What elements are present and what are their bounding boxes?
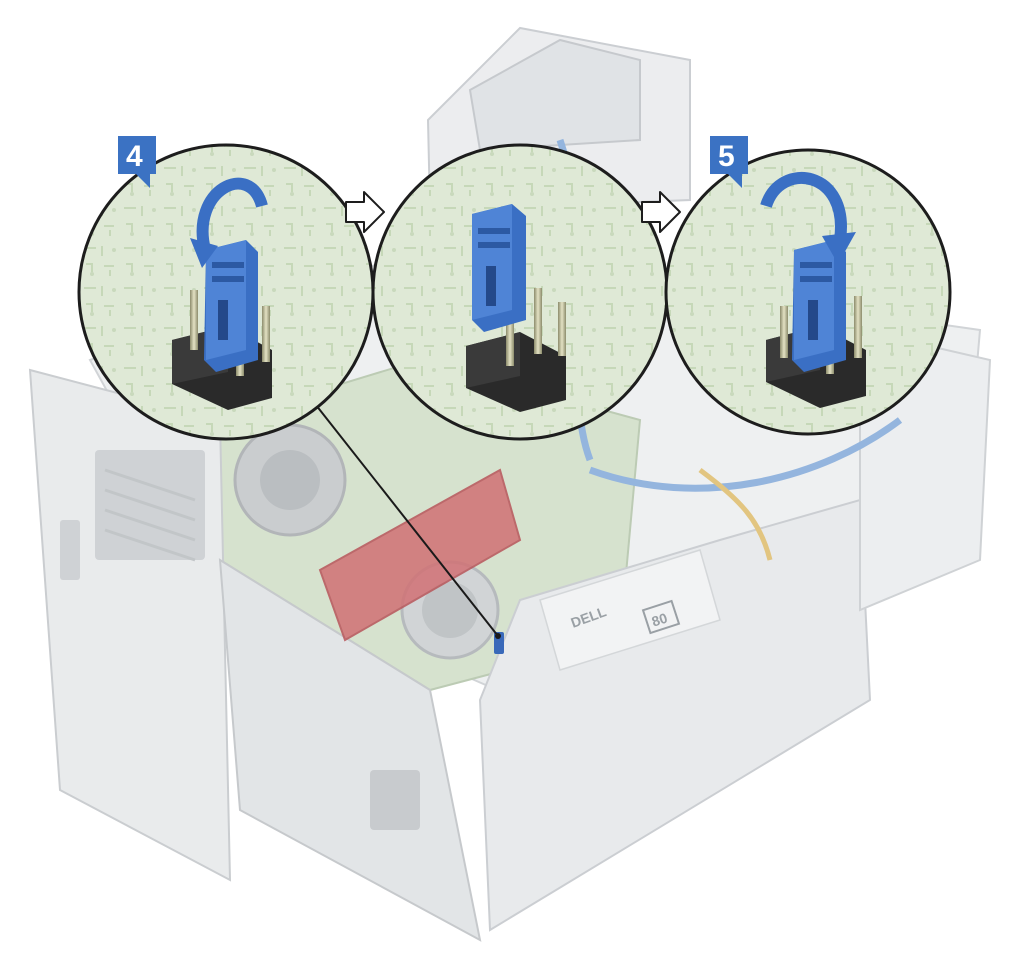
svg-text:80: 80: [650, 610, 670, 630]
next-arrow-icon: [345, 191, 385, 233]
svg-text:5: 5: [718, 140, 735, 173]
callout-step-4: [77, 143, 375, 441]
jumper-cap: [792, 240, 846, 372]
callout-step-5: [664, 148, 952, 436]
next-arrow-icon: [641, 191, 681, 233]
step-badge-4: 4: [118, 136, 156, 188]
remove-arrow-icon: [196, 177, 268, 252]
step-badge-5: 5: [710, 136, 748, 188]
jumper-cap: [472, 204, 526, 332]
install-arrow-icon: [760, 172, 847, 241]
svg-text:4: 4: [126, 140, 143, 173]
callout-intermediate: [371, 143, 669, 441]
pin-header: [466, 288, 566, 412]
psu-certification-badge: 80: [641, 599, 681, 635]
callout-leader-line: [311, 399, 499, 637]
jumper-cap: [204, 240, 258, 372]
